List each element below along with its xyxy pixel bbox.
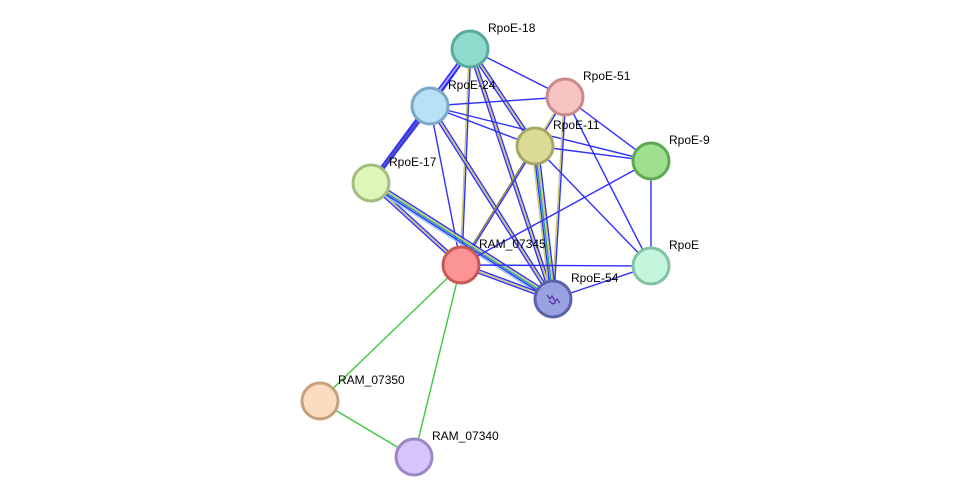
edges-layer — [319, 47, 652, 458]
edge-rpoe-11-to-rpoe — [534, 145, 652, 267]
edge-rpoe-9-to-ram-07345 — [460, 160, 652, 266]
edge-evidence-line — [460, 160, 652, 266]
nodes-layer — [300, 29, 671, 477]
edge-evidence-line — [429, 105, 554, 300]
edge-rpoe-24-to-rpoe-51 — [429, 96, 566, 107]
edge-evidence-line — [369, 183, 461, 267]
edge-evidence-line — [531, 146, 551, 300]
edge-evidence-line — [469, 48, 554, 300]
node-rpoe-18[interactable] — [450, 29, 490, 69]
edge-evidence-line — [535, 145, 556, 299]
edge-evidence-line — [532, 146, 553, 300]
edge-rpoe-18-to-rpoe-54 — [467, 48, 556, 300]
node-label-ram-07350: RAM_07350 — [338, 373, 405, 387]
node-ram-07350[interactable] — [300, 381, 340, 421]
protein-structure-icon — [546, 294, 561, 305]
node-label-ram-07340: RAM_07340 — [432, 429, 499, 443]
labels-layer: RpoE-18RpoE-51RpoE-24RpoE-11RpoE-9RpoE-1… — [338, 21, 710, 443]
edge-evidence-line — [319, 264, 462, 402]
node-rpoe-24[interactable] — [410, 86, 450, 126]
node-label-rpoe-54: RpoE-54 — [571, 271, 619, 285]
node-rpoe[interactable] — [631, 246, 671, 286]
edge-ram-07345-to-ram-07350 — [319, 264, 462, 402]
edge-ram-07345-to-rpoe — [460, 264, 652, 267]
node-label-rpoe-24: RpoE-24 — [448, 78, 496, 92]
node-label-rpoe-17: RpoE-17 — [389, 155, 437, 169]
edge-evidence-line — [467, 49, 553, 300]
node-label-rpoe-11: RpoE-11 — [553, 118, 600, 132]
node-label-rpoe-9: RpoE-9 — [669, 133, 710, 147]
edge-rpoe-51-to-rpoe — [564, 96, 652, 267]
edge-rpoe-17-to-rpoe-54 — [368, 179, 556, 303]
edge-evidence-line — [372, 179, 556, 297]
edge-evidence-line — [470, 47, 537, 146]
edge-evidence-line — [368, 185, 552, 303]
edge-evidence-line — [534, 145, 652, 267]
node-rpoe-9[interactable] — [631, 141, 671, 181]
edge-evidence-line — [534, 145, 554, 300]
node-label-rpoe: RpoE — [669, 238, 699, 252]
node-rpoe-51[interactable] — [545, 77, 585, 117]
edge-evidence-line — [413, 264, 462, 458]
node-rpoe-17[interactable] — [351, 163, 391, 203]
edge-evidence-line — [460, 264, 652, 267]
node-label-ram-07345: RAM_07345 — [479, 237, 546, 251]
edge-evidence-line — [470, 48, 556, 299]
node-rpoe-54[interactable] — [533, 279, 573, 319]
node-label-rpoe-18: RpoE-18 — [488, 21, 536, 35]
edge-evidence-line — [429, 96, 566, 107]
edge-evidence-line — [564, 96, 652, 267]
edge-evidence-line — [537, 145, 557, 299]
node-rpoe-11[interactable] — [515, 126, 555, 166]
edge-evidence-line — [369, 183, 553, 301]
edge-evidence-line — [370, 182, 554, 300]
edge-evidence-line — [371, 181, 555, 299]
edge-rpoe-11-to-rpoe-54 — [531, 145, 557, 300]
node-ram-07340[interactable] — [394, 437, 434, 477]
edge-ram-07345-to-ram-07340 — [413, 264, 462, 458]
edge-evidence-line — [428, 106, 553, 301]
node-ram-07345[interactable] — [441, 245, 481, 285]
edge-evidence-line — [468, 49, 535, 148]
node-label-rpoe-51: RpoE-51 — [583, 69, 631, 83]
edge-evidence-line — [461, 49, 472, 266]
